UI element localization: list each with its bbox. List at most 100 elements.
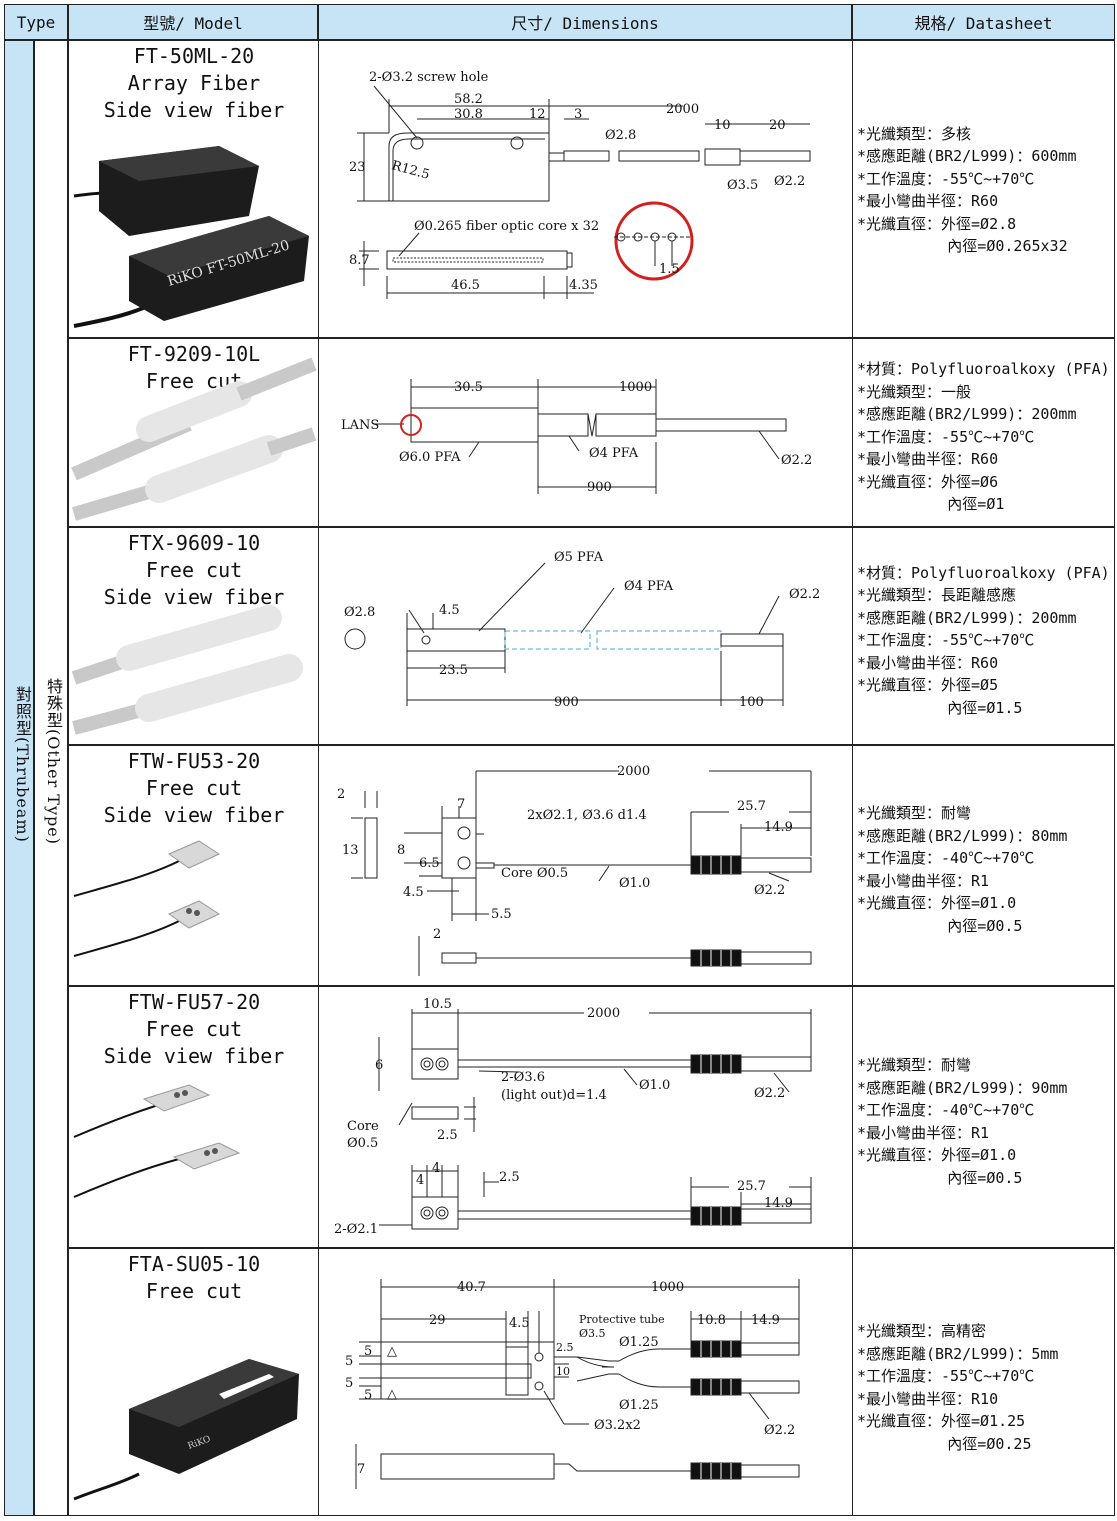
dim-label: 2-Ø2.1 bbox=[334, 1222, 378, 1237]
dim-label: Ø3.5 bbox=[727, 178, 758, 193]
dim-label: 23 bbox=[349, 160, 366, 175]
model-cell: FT-50ML-20 Array Fiber Side view fiber R… bbox=[69, 41, 319, 337]
product-photo bbox=[71, 605, 303, 735]
spec-line: *工作溫度：-55℃~+70℃ bbox=[857, 631, 1035, 649]
dim-label: Ø2.2 bbox=[781, 453, 812, 468]
model-subtitle: Side view fiber bbox=[103, 585, 285, 609]
dim-label: Ø0.265 fiber optic core x 32 bbox=[414, 219, 599, 234]
spec-line: *光纖直徑：外徑=Ø6 bbox=[857, 473, 999, 491]
spec-line: *感應距離(BR2/L999)：600mm bbox=[857, 147, 1077, 165]
dim-label: Ø1.0 bbox=[639, 1078, 670, 1093]
dim-label: 12 bbox=[529, 107, 546, 122]
dim-label: Ø2.2 bbox=[764, 1423, 795, 1438]
dim-label: 2-Ø3.2 screw hole bbox=[369, 70, 489, 85]
spec-line: 內徑=Ø1 bbox=[857, 495, 1005, 513]
dimension-drawing-cell: 2-Ø3.2 screw hole 58.2 30.8 12 3 2000 10… bbox=[319, 41, 853, 337]
dim-label: 2000 bbox=[666, 102, 699, 117]
dim-label: 23.5 bbox=[439, 663, 468, 678]
dimension-drawing: 40.7 1000 29 4.5 Protective tube Ø3.5 10… bbox=[345, 1279, 800, 1489]
spec-line: *最小彎曲半徑：R1 bbox=[857, 1124, 990, 1142]
model-type: Free cut bbox=[145, 1279, 243, 1303]
dim-label: 4.5 bbox=[403, 885, 424, 900]
dim-label: Ø5 PFA bbox=[554, 550, 604, 565]
dim-label: 4.5 bbox=[509, 1316, 530, 1331]
dim-label: Ø2.2 bbox=[789, 587, 820, 602]
spec-line: *光纖直徑：外徑=Ø2.8 bbox=[857, 215, 1017, 233]
dim-label: △ bbox=[387, 1387, 397, 1402]
spec-line: 內徑=Ø0.5 bbox=[857, 917, 1023, 935]
dimension-drawing: Ø5 PFA Ø4 PFA Ø2.2 Ø2.8 4.5 23.5 900 100 bbox=[344, 550, 820, 710]
dim-label: 46.5 bbox=[451, 278, 480, 293]
model-name: FTW-FU57-20 bbox=[127, 990, 261, 1014]
header-dimensions: 尺寸/ Dimensions bbox=[318, 4, 852, 40]
model-type: Free cut bbox=[145, 558, 243, 582]
dim-label: 8 bbox=[397, 843, 405, 858]
model-name: FTW-FU53-20 bbox=[127, 749, 261, 773]
model-cell: FTW-FU57-20 Free cut Side view fiber bbox=[69, 987, 319, 1247]
spec-line: *光纖類型：高精密 bbox=[857, 1322, 987, 1340]
spec-line: *光纖類型：長距離感應 bbox=[857, 586, 1017, 604]
header-model: 型號/ Model bbox=[68, 4, 318, 40]
model-cell: FTX-9609-10 Free cut Side view fiber bbox=[69, 528, 319, 744]
spec-line: *感應距離(BR2/L999)：90mm bbox=[857, 1079, 1068, 1097]
model-type: Free cut bbox=[145, 1017, 243, 1041]
dim-label: 4.35 bbox=[569, 278, 598, 293]
product-row: FTW-FU57-20 Free cut Side view fiber bbox=[68, 986, 1115, 1248]
spec-line: *感應距離(BR2/L999)：5mm bbox=[857, 1345, 1059, 1363]
dim-label: 2000 bbox=[587, 1006, 620, 1021]
dimension-drawing-cell: 30.5 1000 LANS Ø6.0 PFA Ø4 PFA Ø2.2 900 bbox=[319, 339, 853, 526]
dim-label: 5.5 bbox=[491, 907, 512, 922]
spec-line: *材質：Polyfluoroalkoxy (PFA) bbox=[857, 564, 1110, 582]
dim-label: 1000 bbox=[651, 1280, 684, 1295]
dim-label: 25.7 bbox=[737, 799, 766, 814]
datasheet-cell: *材質：Polyfluoroalkoxy (PFA) *光纖類型：長距離感應 *… bbox=[853, 528, 1114, 744]
dimension-drawing-cell: 2000 2 7 2xØ2.1, Ø3.6 d1.4 25.7 14.9 13 … bbox=[319, 746, 853, 985]
datasheet-cell: *光纖類型：耐彎 *感應距離(BR2/L999)：90mm *工作溫度：-40℃… bbox=[853, 987, 1114, 1247]
dim-label: (light out)d=1.4 bbox=[501, 1088, 607, 1103]
dim-label: R12.5 bbox=[390, 158, 431, 183]
category-sub-label: 特殊型(Other Type) bbox=[44, 678, 63, 845]
model-cell: FTA-SU05-10 Free cut RiKO bbox=[69, 1249, 319, 1515]
dim-label: Ø2.8 bbox=[344, 605, 375, 620]
spec-line: 內徑=Ø0.5 bbox=[857, 1169, 1023, 1187]
dim-label: 3 bbox=[574, 107, 582, 122]
spec-line: *最小彎曲半徑：R1 bbox=[857, 872, 990, 890]
datasheet-cell: *材質：Polyfluoroalkoxy (PFA) *光纖類型：一般 *感應距… bbox=[853, 339, 1114, 526]
dim-label: Ø2.8 bbox=[605, 128, 636, 143]
dim-label: Ø1.25 bbox=[619, 1398, 659, 1413]
model-name: FTX-9609-10 bbox=[127, 531, 261, 555]
dim-label: Ø6.0 PFA bbox=[399, 450, 461, 465]
dimension-drawing: 2000 2 7 2xØ2.1, Ø3.6 d1.4 25.7 14.9 13 … bbox=[337, 764, 812, 976]
dim-label: 4 bbox=[432, 1161, 440, 1176]
product-photo bbox=[71, 357, 317, 521]
model-name: FT-9209-10L bbox=[127, 342, 261, 366]
spec-line: *工作溫度：-40℃~+70℃ bbox=[857, 849, 1035, 867]
dim-label: 7 bbox=[357, 1462, 365, 1477]
dim-label: 1.5 bbox=[659, 262, 680, 277]
spec-line: *光纖類型：多核 bbox=[857, 125, 972, 143]
model-subtitle: Side view fiber bbox=[103, 1044, 285, 1068]
dim-label: Ø1.25 bbox=[619, 1335, 659, 1350]
spec-line: 內徑=Ø1.5 bbox=[857, 699, 1023, 717]
dim-label: 10.8 bbox=[697, 1313, 726, 1328]
dim-label: 5 bbox=[345, 1376, 353, 1391]
spec-line: *最小彎曲半徑：R10 bbox=[857, 1390, 999, 1408]
dim-label: 29 bbox=[429, 1313, 446, 1328]
dim-label: 1000 bbox=[619, 380, 652, 395]
dim-label: 2 bbox=[433, 927, 441, 942]
category-main-column: 對照型(Thrubeam) bbox=[4, 40, 34, 1516]
dim-label: 30.8 bbox=[454, 107, 483, 122]
dim-label: 900 bbox=[587, 480, 612, 495]
datasheet-table: Type 型號/ Model 尺寸/ Dimensions 規格/ Datash… bbox=[4, 4, 1115, 1516]
dim-label: Protective tube bbox=[579, 1313, 665, 1326]
dim-label: 10 bbox=[714, 118, 731, 133]
header-type: Type bbox=[4, 4, 68, 40]
dim-label: 4.5 bbox=[439, 603, 460, 618]
dim-label: 8.7 bbox=[349, 253, 370, 268]
model-name: FTA-SU05-10 bbox=[127, 1252, 261, 1276]
spec-line: *光纖直徑：外徑=Ø1.0 bbox=[857, 1146, 1017, 1164]
dimension-drawing-cell: 10.5 2000 6 2-Ø3.6 (light out)d=1.4 Ø1.0… bbox=[319, 987, 853, 1247]
spec-line: *感應距離(BR2/L999)：200mm bbox=[857, 609, 1077, 627]
dim-label: 2.5 bbox=[437, 1128, 458, 1143]
product-photo bbox=[73, 1084, 241, 1198]
